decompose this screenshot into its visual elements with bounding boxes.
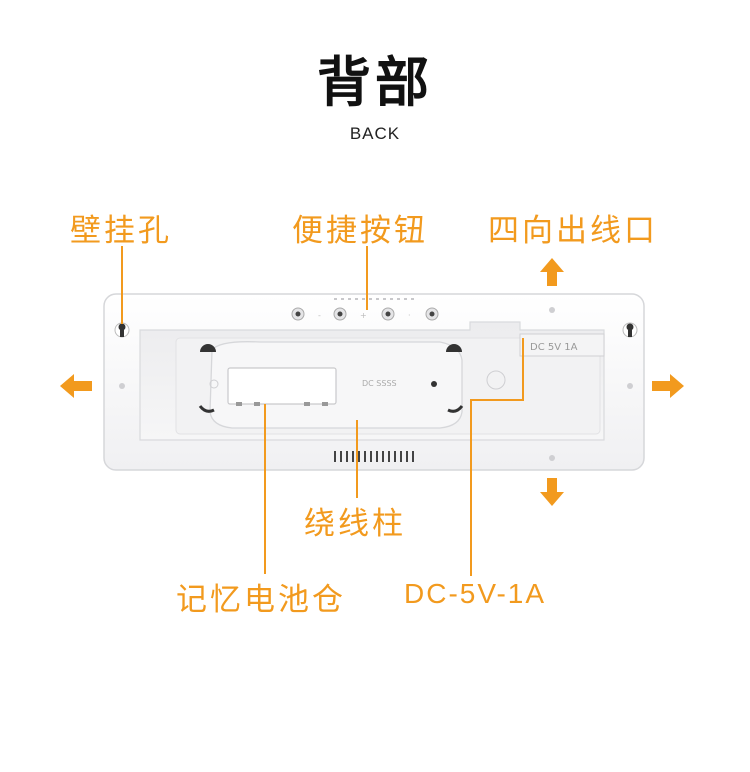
label-shortcut-buttons: 便捷按钮 (292, 213, 428, 249)
arrow-right-icon (652, 374, 684, 398)
page-subtitle: BACK (349, 124, 401, 143)
leader-winding-v (356, 420, 358, 498)
svg-text:·: · (408, 311, 411, 320)
svg-text:-: - (318, 311, 321, 320)
arrow-left-icon (60, 374, 92, 398)
label-winding-post: 绕线柱 (304, 506, 406, 542)
leader-dc-v1 (522, 338, 524, 400)
label-wall-hole: 壁挂孔 (70, 213, 172, 249)
shortcut-button-row: - + · (291, 307, 439, 321)
label-cable-outlets: 四向出线口 (488, 213, 658, 249)
label-dc-input: DC-5V-1A (404, 578, 547, 609)
arrow-down-icon (540, 478, 564, 506)
leader-shortcut (366, 246, 368, 310)
cable-clip-tl (200, 344, 216, 352)
leader-dc-v2 (470, 399, 472, 576)
top-vent (334, 298, 414, 300)
port-mark: DC SSSS (362, 379, 397, 388)
leader-dc-h (470, 399, 524, 401)
leader-wall-hole (121, 246, 123, 324)
svg-text:+: + (360, 311, 367, 320)
bottom-vent (334, 451, 414, 462)
arrow-up-icon (540, 258, 564, 286)
dc-jack-label: DC 5V 1A (530, 342, 578, 353)
wall-hole-left (114, 322, 130, 338)
dc-jack-housing (519, 333, 605, 357)
wall-hole-right (622, 322, 638, 338)
memory-battery-cover (227, 367, 337, 405)
cable-clip-tr (446, 344, 462, 352)
label-memory-battery: 记忆电池仓 (176, 582, 346, 618)
leader-battery-v (264, 404, 266, 574)
page-title: 背部 (317, 50, 433, 114)
